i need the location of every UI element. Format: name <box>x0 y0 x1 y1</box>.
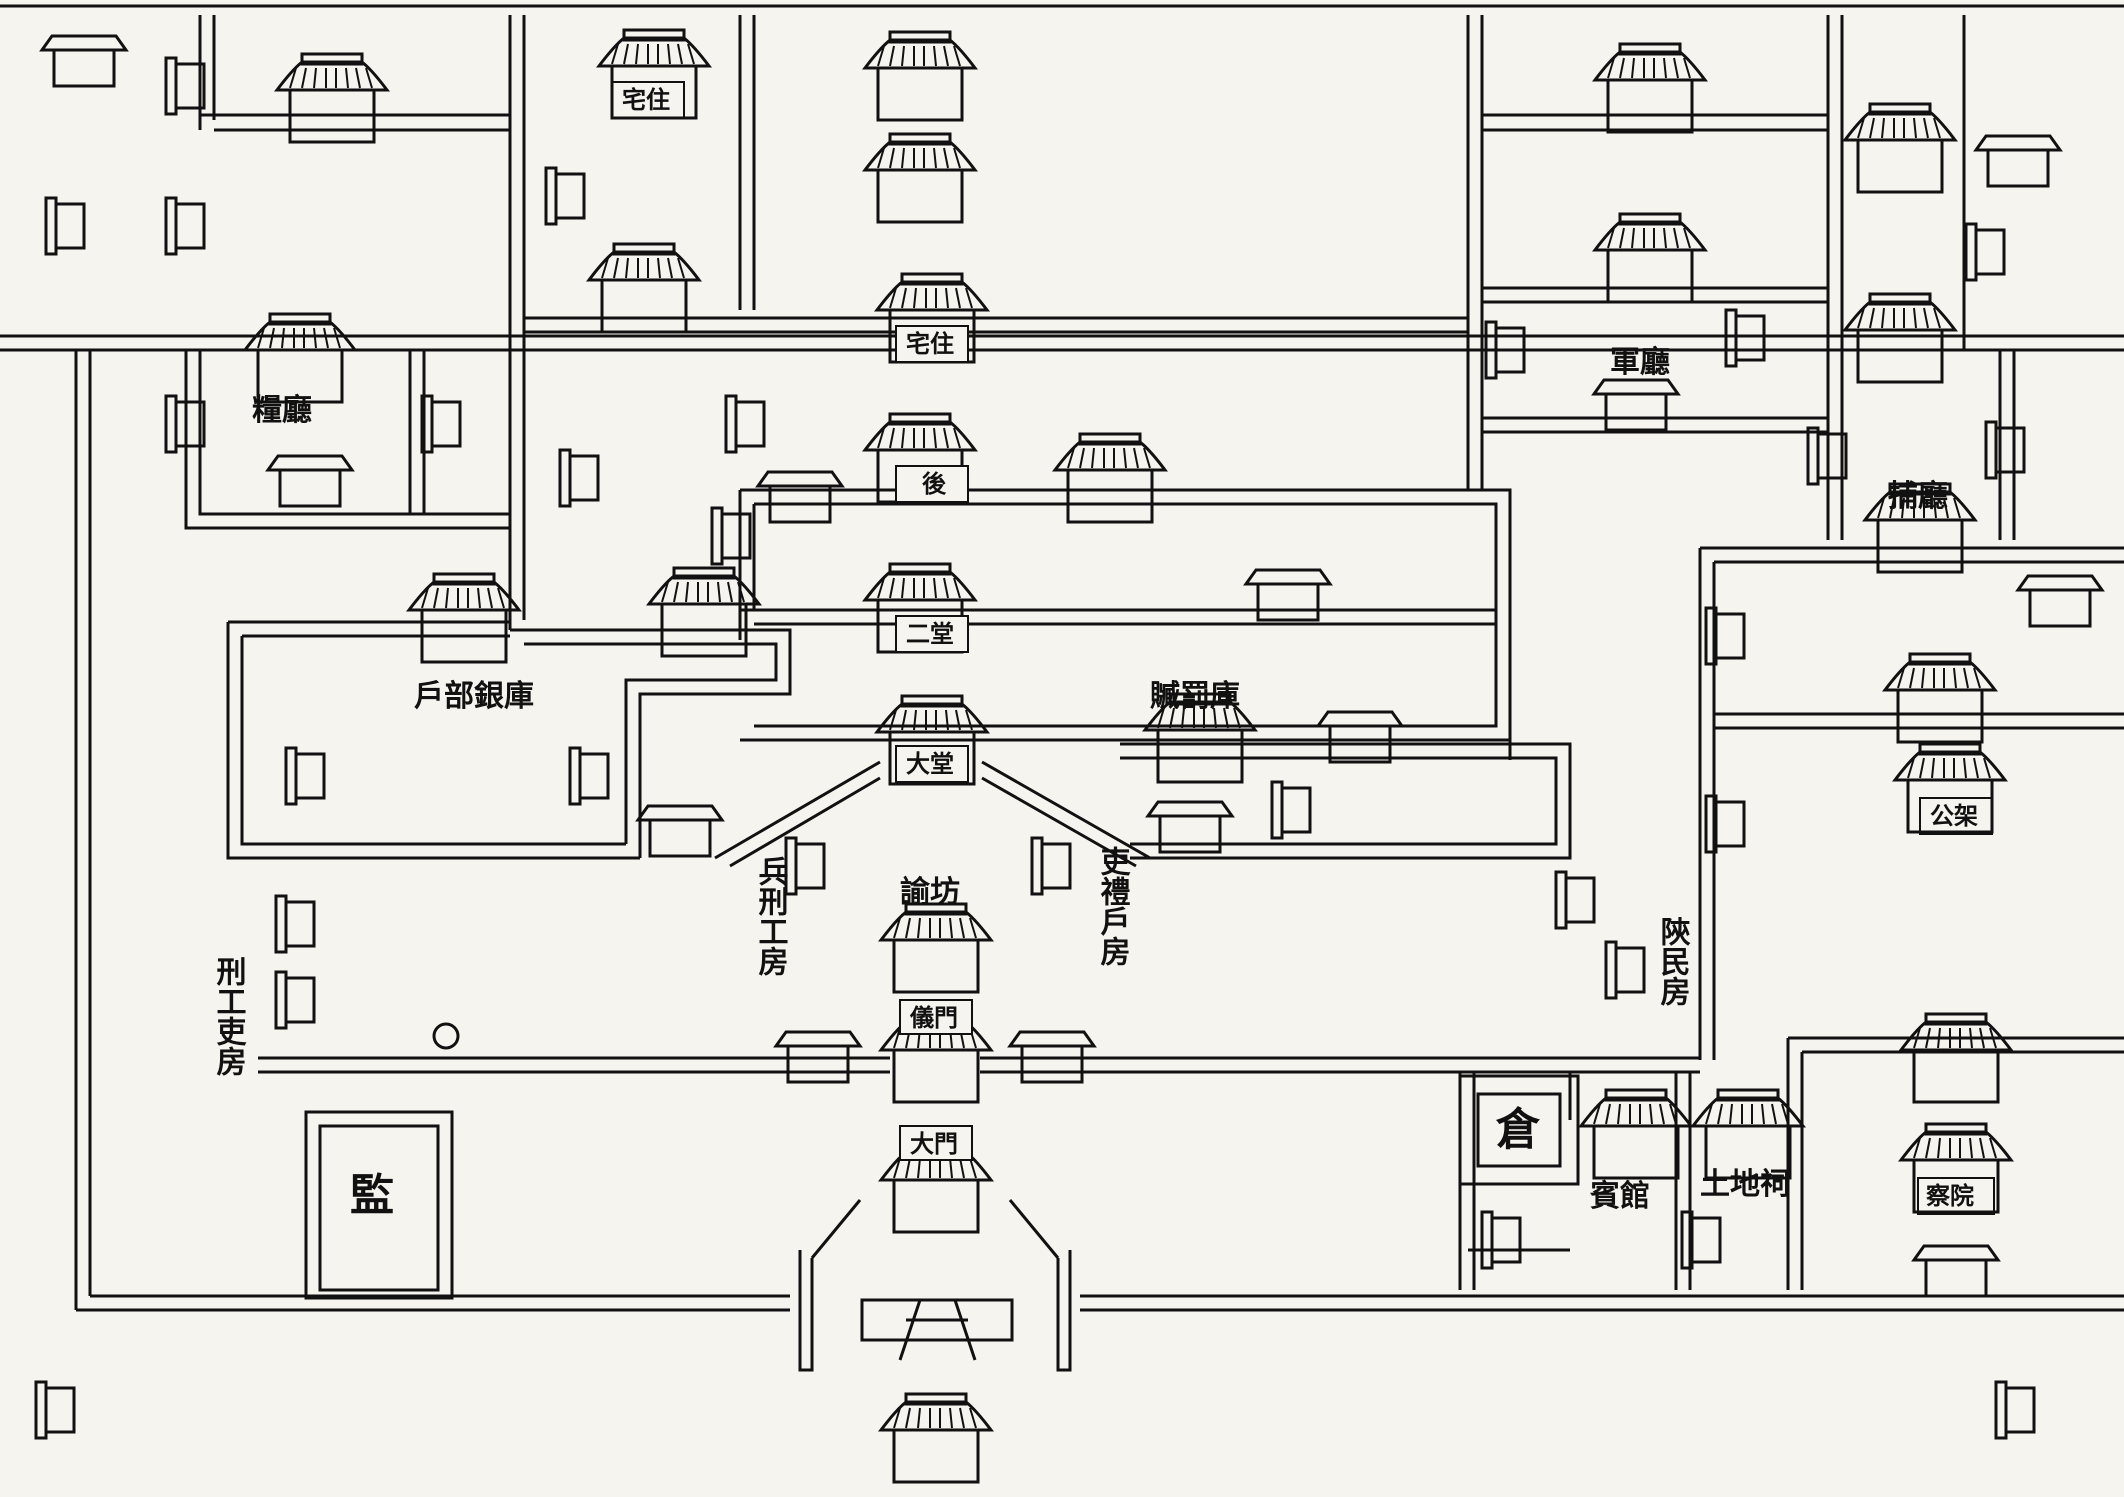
side-house-11 <box>1270 780 1312 840</box>
rear-hall-east-pavilion <box>1053 432 1167 524</box>
residence-mid-label: 宅住 <box>906 329 954 358</box>
residence-upper-label: 宅住 <box>622 85 670 114</box>
side-house-2 <box>164 196 206 256</box>
hut-east <box>2016 574 2104 628</box>
granary-hall-pavilion <box>243 312 357 404</box>
side-house-20 <box>1704 794 1746 854</box>
side-house-5 <box>544 166 586 226</box>
archway-label: 諭坊 <box>900 875 960 910</box>
granary: 倉 <box>1458 1074 1580 1186</box>
residence-pavilion-1 <box>863 30 977 122</box>
archway-pavilion <box>879 902 993 994</box>
ne-pavilion-2 <box>1843 102 1957 194</box>
side-house-25 <box>1554 870 1596 930</box>
side-house-24 <box>274 894 316 954</box>
side-house-26 <box>1604 940 1646 1000</box>
corner-house-sw <box>34 1380 76 1440</box>
screen-wall-pavilion <box>879 1392 993 1484</box>
hut-ne <box>1974 134 2062 188</box>
side-house-9 <box>568 746 610 806</box>
side-house-19 <box>1704 606 1746 666</box>
public-office-label: 公架 <box>1930 801 1978 830</box>
side-house-18 <box>1984 420 2026 480</box>
earth-shrine-label: 土地祠 <box>1700 1167 1790 1202</box>
compound-walls <box>0 4 2124 1312</box>
right-room-label: 吏禮戶房 <box>1095 846 1131 966</box>
residence-pavilion-2 <box>863 132 977 224</box>
plaques <box>611 81 1995 1215</box>
prison-label: 監 <box>350 1170 394 1221</box>
ceremonial-gate-label: 儀門 <box>909 1003 958 1032</box>
well <box>432 1022 460 1050</box>
hut-nw <box>40 34 128 88</box>
ne-pavilion-3 <box>1843 292 1957 384</box>
rear-hall-label: 後 <box>922 469 947 498</box>
side-house-23 <box>274 970 316 1030</box>
guest-house-label: 賓館 <box>1589 1179 1650 1214</box>
treasury-pavilion <box>407 572 521 664</box>
side-house-10 <box>710 506 752 566</box>
main-gate-wings <box>798 1199 1072 1372</box>
side-house-15 <box>1724 308 1766 368</box>
hut-military <box>1592 378 1680 432</box>
main-hall-label: 大堂 <box>906 749 954 778</box>
main-gate-label: 大門 <box>910 1129 958 1158</box>
ne-pavilion-1 <box>1593 42 1707 134</box>
treasury-label: 戶部銀庫 <box>414 679 534 714</box>
second-hall-label: 二堂 <box>906 619 954 648</box>
side-house-12 <box>784 836 826 896</box>
hut-second-east <box>1244 568 1332 622</box>
corner-house-se <box>1994 1380 2036 1440</box>
left-room-label: 兵刑工房 <box>753 856 789 976</box>
granary-label: 倉 <box>1495 1104 1541 1155</box>
side-house-6 <box>724 394 766 454</box>
inspection-gate-pavilion <box>1899 1012 2013 1104</box>
punishment-room-label: 刑工吏房 <box>211 956 247 1076</box>
fines-storehouse-label: 贓罰庫 <box>1150 679 1240 714</box>
side-house-16 <box>1964 222 2006 282</box>
side-house-4 <box>420 394 462 454</box>
hut-inspection <box>1912 1244 2000 1298</box>
side-house-21 <box>1480 1210 1522 1270</box>
inspection-court-label: 察院 <box>1926 1181 1974 1210</box>
side-house-13 <box>1030 836 1072 896</box>
side-house-27 <box>44 196 86 256</box>
side-house-1 <box>164 56 206 116</box>
police-hall-label: 捕廳 <box>1888 479 1948 514</box>
hut-rear-west <box>756 470 844 524</box>
granary-hall-label: 糧廳 <box>252 393 312 428</box>
military-hall-label: 軍廳 <box>1610 345 1670 380</box>
side-house-22 <box>1680 1210 1722 1270</box>
side-house-7 <box>558 448 600 508</box>
hut-main-east <box>1316 710 1404 764</box>
hut-west-room <box>636 804 724 858</box>
side-house-8 <box>284 746 326 806</box>
west-room-label: 陝民房 <box>1655 916 1691 1006</box>
prison: 監 <box>304 1110 454 1300</box>
hut-granary-gate <box>266 454 354 508</box>
